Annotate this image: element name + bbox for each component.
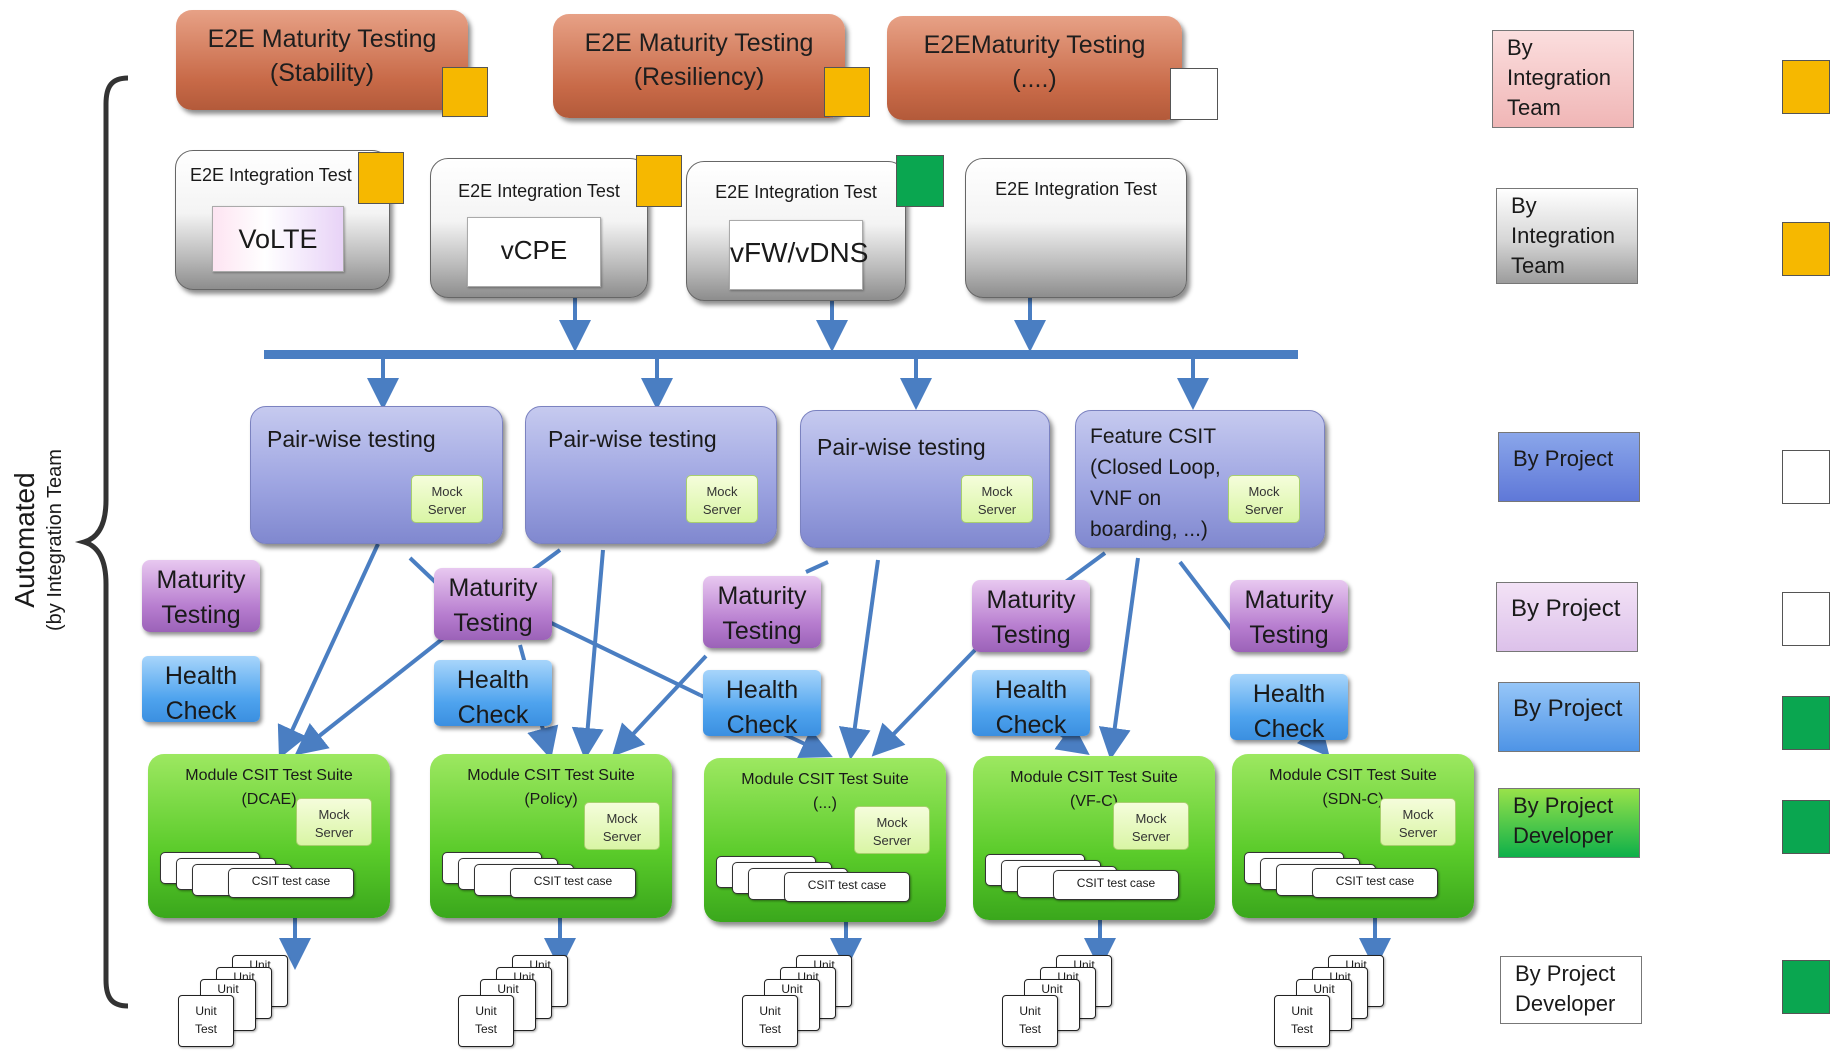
maturity-testing-box: Maturity Testing bbox=[1230, 580, 1348, 652]
unit-test-stack: Unit Unit Unit Unit Test bbox=[456, 955, 596, 1050]
mock-server: Mock Server bbox=[1380, 798, 1456, 846]
csit-test-case: CSIT test case bbox=[1053, 870, 1179, 900]
status-square-orange bbox=[1782, 222, 1830, 276]
unit-test-stack: Unit Unit Unit Unit Test bbox=[1272, 955, 1412, 1050]
maturity-testing-box: Maturity Testing bbox=[972, 580, 1090, 652]
module-csit-policy: Module CSIT Test Suite (Policy) Mock Ser… bbox=[430, 754, 672, 918]
automated-text: Automated bbox=[9, 472, 40, 608]
vfw-vdns-thumbnail: vFW/vDNS bbox=[729, 220, 868, 290]
pairwise-label: Pair-wise testing bbox=[817, 434, 986, 460]
status-square-white bbox=[1782, 592, 1830, 646]
e2e-integration-generic: E2E Integration Test bbox=[965, 158, 1187, 298]
status-square-green bbox=[1782, 960, 1830, 1014]
legend-maturity-integration-team: By Integration Team bbox=[1492, 30, 1634, 128]
status-square-orange bbox=[636, 155, 682, 207]
status-square-green bbox=[896, 155, 944, 207]
module-title: Module CSIT Test Suite (...) bbox=[741, 771, 909, 812]
integration-title: E2E Integration Test bbox=[190, 165, 352, 185]
e2e-maturity-resiliency: E2E Maturity Testing (Resiliency) bbox=[553, 14, 845, 118]
legend-pairwise-project: By Project bbox=[1498, 432, 1640, 502]
csit-test-case: CSIT test case bbox=[1312, 868, 1438, 898]
distribution-bar bbox=[264, 350, 1298, 359]
maturity-testing-box: Maturity Testing bbox=[142, 560, 260, 632]
volte-thumbnail: VoLTE bbox=[212, 206, 344, 272]
integration-title: E2E Integration Test bbox=[995, 179, 1157, 199]
legend-maturity-project: By Project bbox=[1496, 582, 1638, 652]
mock-server: Mock Server bbox=[961, 475, 1033, 523]
automated-subtext: (by Integration Team bbox=[44, 449, 66, 631]
module-csit-vfc: Module CSIT Test Suite (VF-C) Mock Serve… bbox=[973, 756, 1215, 920]
module-csit-other: Module CSIT Test Suite (...) Mock Server… bbox=[704, 758, 946, 922]
pairwise-label: Pair-wise testing bbox=[548, 426, 717, 452]
status-square-orange bbox=[824, 67, 870, 117]
maturity-testing-box: Maturity Testing bbox=[703, 576, 821, 648]
legend-module-csit-developer: By Project Developer bbox=[1498, 788, 1640, 858]
mock-server: Mock Server bbox=[1228, 475, 1300, 523]
e2e-maturity-other: E2EMaturity Testing (....) bbox=[887, 16, 1182, 120]
pairwise-testing-box: Pair-wise testing Mock Server bbox=[800, 410, 1050, 548]
health-check-box: Health Check bbox=[972, 670, 1090, 739]
csit-test-case: CSIT test case bbox=[510, 868, 636, 898]
unit-test-card: Unit Test bbox=[1002, 995, 1058, 1047]
unit-test-card: Unit Test bbox=[178, 995, 234, 1047]
status-square-white bbox=[1170, 68, 1218, 120]
status-square-orange bbox=[1782, 60, 1830, 114]
health-check-box: Health Check bbox=[142, 656, 260, 725]
unit-test-stack: Unit Unit Unit Unit Test bbox=[1000, 955, 1140, 1050]
mock-server: Mock Server bbox=[584, 802, 660, 850]
mock-server: Mock Server bbox=[411, 475, 483, 523]
csit-test-case: CSIT test case bbox=[228, 868, 354, 898]
unit-test-card: Unit Test bbox=[458, 995, 514, 1047]
automated-brace bbox=[74, 75, 129, 1009]
integration-title: E2E Integration Test bbox=[458, 181, 620, 201]
e2e-integration-vfw-vdns: E2E Integration Test vFW/vDNS bbox=[686, 161, 906, 301]
health-check-box: Health Check bbox=[434, 660, 552, 729]
health-check-box: Health Check bbox=[1230, 674, 1348, 743]
csit-test-case: CSIT test case bbox=[784, 872, 910, 902]
integration-title: E2E Integration Test bbox=[715, 182, 877, 202]
mock-server: Mock Server bbox=[854, 806, 930, 854]
unit-test-card: Unit Test bbox=[1274, 995, 1330, 1047]
module-title: Module CSIT Test Suite (SDN-C) bbox=[1269, 767, 1437, 808]
status-square-green bbox=[1782, 696, 1830, 750]
status-square-green bbox=[1782, 800, 1830, 854]
pairwise-testing-box: Pair-wise testing Mock Server bbox=[525, 406, 777, 544]
e2e-integration-volte: E2E Integration Test VoLTE bbox=[175, 150, 390, 290]
maturity-testing-box: Maturity Testing bbox=[434, 568, 552, 640]
mock-server: Mock Server bbox=[296, 798, 372, 846]
module-title: Module CSIT Test Suite (Policy) bbox=[467, 767, 635, 808]
unit-test-card: Unit Test bbox=[742, 995, 798, 1047]
e2e-maturity-stability: E2E Maturity Testing (Stability) bbox=[176, 10, 468, 110]
feature-csit-label: Feature CSIT (Closed Loop, VNF on boardi… bbox=[1090, 425, 1221, 541]
status-square-orange bbox=[442, 67, 488, 117]
module-csit-dcae: Module CSIT Test Suite (DCAE) Mock Serve… bbox=[148, 754, 390, 918]
vcpe-thumbnail: vCPE bbox=[467, 217, 601, 287]
status-square-white bbox=[1782, 450, 1830, 504]
automated-side-label: Automated (by Integration Team bbox=[8, 420, 78, 660]
legend-e2e-integration-team: By Integration Team bbox=[1496, 188, 1638, 284]
legend-health-check-project: By Project bbox=[1498, 682, 1640, 752]
status-square-orange bbox=[358, 152, 404, 204]
mock-server: Mock Server bbox=[686, 475, 758, 523]
unit-test-stack: Unit Unit Unit Unit Test bbox=[176, 955, 316, 1050]
mock-server: Mock Server bbox=[1113, 802, 1189, 850]
pairwise-label: Pair-wise testing bbox=[267, 426, 436, 452]
module-title: Module CSIT Test Suite (DCAE) bbox=[185, 767, 353, 808]
module-title: Module CSIT Test Suite (VF-C) bbox=[1010, 769, 1178, 810]
health-check-box: Health Check bbox=[703, 670, 821, 739]
pairwise-testing-box: Pair-wise testing Mock Server bbox=[250, 406, 503, 544]
unit-test-stack: Unit Unit Unit Unit Test bbox=[740, 955, 880, 1050]
e2e-integration-vcpe: E2E Integration Test vCPE bbox=[430, 158, 648, 298]
module-csit-sdnc: Module CSIT Test Suite (SDN-C) Mock Serv… bbox=[1232, 754, 1474, 918]
feature-csit-box: Feature CSIT (Closed Loop, VNF on boardi… bbox=[1075, 410, 1325, 548]
legend-unit-test-developer: By Project Developer bbox=[1500, 956, 1642, 1024]
